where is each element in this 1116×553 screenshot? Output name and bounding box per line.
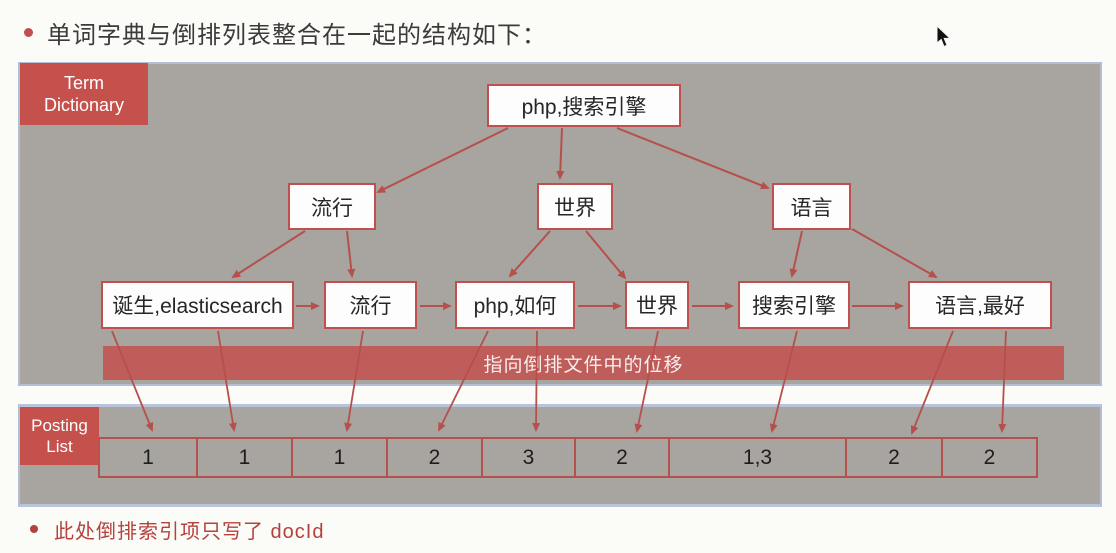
mouse-cursor-icon	[936, 25, 952, 48]
posting-list-label-line2: List	[46, 437, 73, 456]
offset-banner: 指向倒排文件中的位移	[103, 346, 1064, 380]
posting-cell: 2	[574, 437, 670, 478]
footnote-row: 此处倒排索引项只写了 docId	[24, 515, 724, 543]
posting-cell: 1	[98, 437, 198, 478]
posting-cell: 1	[291, 437, 388, 478]
term-dictionary-label-line2: Dictionary	[43, 95, 125, 115]
posting-list-label-line1: Posting	[31, 415, 88, 435]
tree-node-l2-1: 世界	[537, 183, 613, 230]
posting-cell: 1	[196, 437, 293, 478]
slide-title-row: 单词字典与倒排列表整合在一起的结构如下：	[20, 14, 1020, 50]
posting-list-label: Posting List	[20, 407, 99, 465]
tree-node-leaf-4: 搜索引擎	[738, 281, 850, 329]
tree-node-leaf-3: 世界	[625, 281, 689, 329]
tree-node-root: php,搜索引擎	[487, 84, 681, 127]
term-dictionary-label: Term Dictionary	[20, 63, 148, 125]
posting-cell: 2	[386, 437, 483, 478]
bullet-icon	[24, 27, 33, 37]
posting-cell: 3	[481, 437, 576, 478]
tree-node-l2-0: 流行	[288, 183, 376, 230]
posting-cell: 2	[845, 437, 943, 478]
page-title: 单词字典与倒排列表整合在一起的结构如下：	[47, 21, 547, 49]
tree-node-leaf-0: 诞生,elasticsearch	[101, 281, 294, 329]
posting-cell: 1,3	[668, 437, 847, 478]
tree-node-leaf-1: 流行	[324, 281, 417, 329]
footnote-text: 此处倒排索引项只写了 docId	[54, 520, 325, 543]
tree-node-l2-2: 语言	[772, 183, 851, 230]
posting-list-row: 1 1 1 2 3 2 1,3 2 2	[98, 437, 1038, 478]
term-dictionary-label-line1: Term	[64, 72, 104, 93]
posting-cell: 2	[941, 437, 1038, 478]
tree-node-leaf-2: php,如何	[455, 281, 575, 329]
tree-node-leaf-5: 语言,最好	[908, 281, 1052, 329]
bullet-icon	[30, 525, 38, 533]
